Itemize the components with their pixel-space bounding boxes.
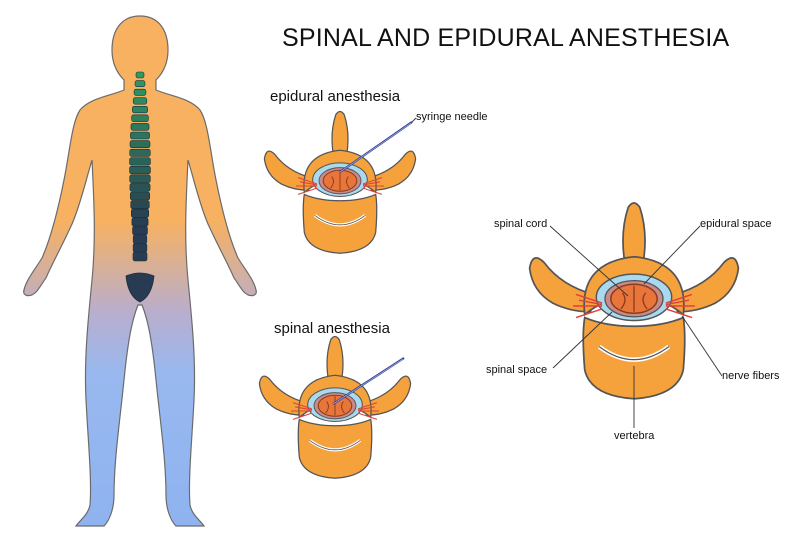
- label-syringe-needle: syringe needle: [416, 111, 488, 123]
- spine-segment: [134, 80, 146, 88]
- vertebra-epidural: [262, 109, 418, 255]
- spine-segment: [130, 200, 150, 210]
- human-figure: [23, 15, 257, 527]
- spine-segment: [135, 71, 145, 79]
- spine-segment: [130, 208, 150, 218]
- spine-segment: [129, 183, 151, 192]
- label-spinal-space: spinal space: [486, 364, 548, 376]
- spine-segment: [133, 88, 147, 96]
- spine-segment: [130, 123, 150, 131]
- leader-lines: [411, 117, 723, 428]
- spine-segment: [132, 243, 148, 253]
- page-title: SPINAL AND EPIDURAL ANESTHESIA: [282, 24, 730, 52]
- vertebra-spinal: [257, 334, 413, 480]
- spine-segment: [129, 140, 151, 149]
- body-silhouette: [23, 15, 257, 527]
- spine-segment: [129, 148, 151, 157]
- label-spinal-cord: spinal cord: [494, 218, 548, 230]
- spine-segment: [131, 114, 149, 122]
- spine-segment: [129, 191, 151, 201]
- spine-segment: [132, 251, 148, 262]
- label-epidural-space: epidural space: [700, 218, 772, 230]
- spine-segment: [132, 97, 148, 105]
- section-title-epidural: epidural anesthesia: [270, 88, 401, 105]
- spine-segment: [130, 131, 150, 140]
- spine-segment: [132, 105, 148, 114]
- spine-segment: [129, 174, 151, 183]
- spine-column: [125, 71, 155, 303]
- label-nerve-fibers: nerve fibers: [722, 370, 780, 382]
- spine-segment: [129, 157, 151, 166]
- spine-segment: [132, 225, 148, 236]
- spine-segment: [131, 217, 149, 227]
- section-title-spinal: spinal anesthesia: [274, 320, 390, 337]
- label-vertebra: vertebra: [614, 430, 655, 442]
- sacrum: [125, 272, 155, 303]
- spine-segment: [132, 234, 148, 244]
- spine-segment: [129, 165, 151, 175]
